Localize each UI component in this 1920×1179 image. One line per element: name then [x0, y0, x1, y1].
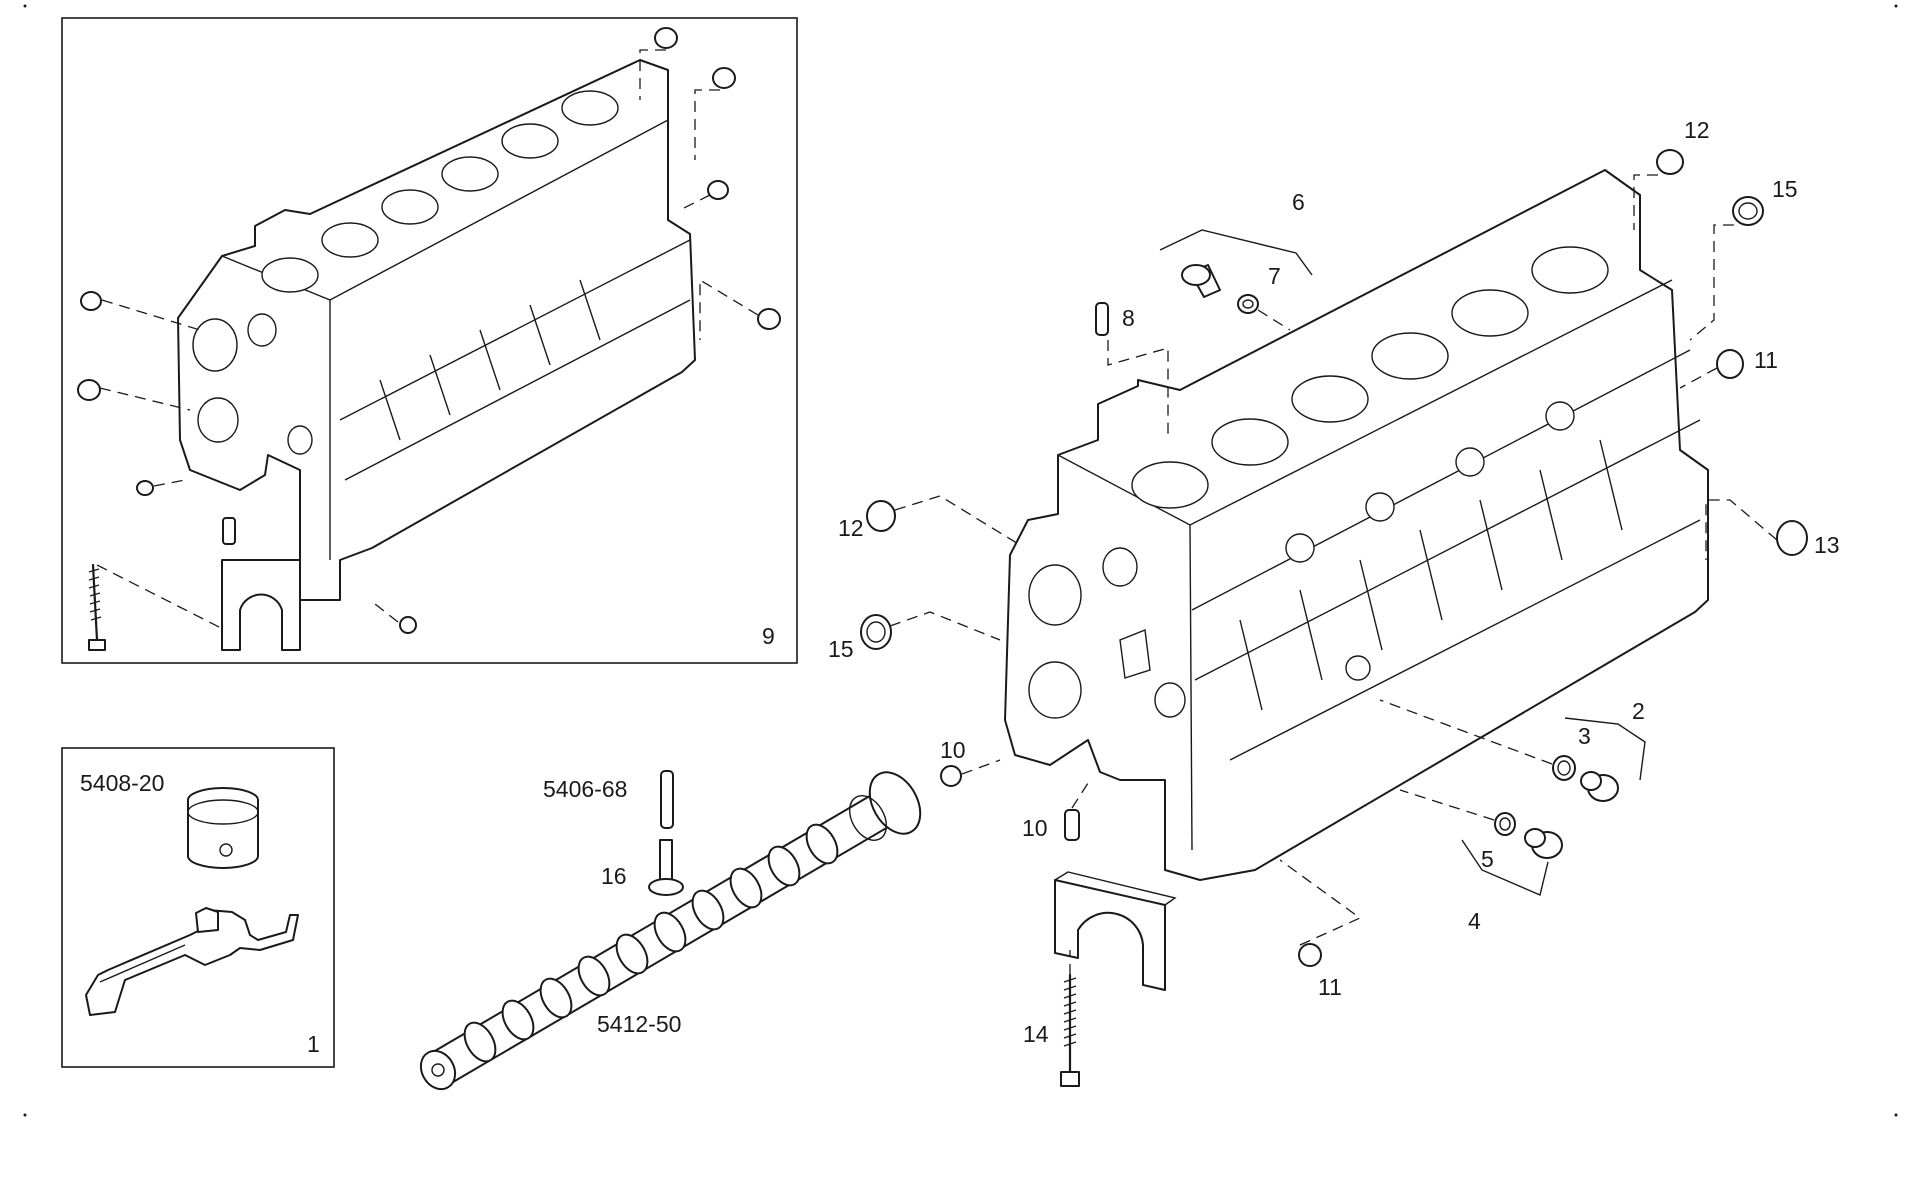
main-engine-block [1004, 169, 1709, 881]
plug-11-right [1716, 349, 1744, 379]
inset-leader-lines [96, 49, 759, 631]
callout-bolt-16: 16 [601, 863, 627, 889]
bolt-16 [648, 839, 684, 896]
inset-plugs [77, 27, 781, 634]
plug-12-left [866, 500, 896, 532]
callout-tool-5408-20: 5408-20 [80, 770, 164, 796]
pin-5406-68 [660, 770, 674, 829]
tool-piston-guide [187, 787, 259, 869]
callout-bolt-14: 14 [1023, 1021, 1049, 1047]
camshaft-5412-50 [419, 771, 922, 1091]
callout-plug-13: 13 [1814, 532, 1840, 558]
plug-10-side [940, 765, 962, 787]
inset-cylinder-bores [261, 90, 619, 293]
callout-dowel-10: 10 [1022, 815, 1048, 841]
tool-bracket [85, 907, 299, 1016]
bearing-cap [1054, 871, 1177, 991]
ring-7 [1237, 294, 1259, 314]
callout-plug-12-top: 12 [1684, 117, 1710, 143]
callout-cup-6: 6 [1292, 189, 1305, 215]
plug-15-top [1732, 196, 1764, 226]
callout-seal-5: 5 [1481, 846, 1494, 872]
seal-3 [1552, 755, 1576, 781]
callout-plug-assembly-2: 2 [1632, 698, 1645, 724]
registration-marks [23, 4, 1898, 1117]
dowel-8 [1095, 302, 1109, 336]
callout-camshaft-5412-50: 5412-50 [597, 1011, 681, 1037]
inset-engine-block [177, 59, 696, 601]
callout-plug-11-bottom: 11 [1318, 974, 1342, 1000]
callout-plug-assembly-4: 4 [1468, 908, 1481, 934]
plug-13 [1776, 520, 1808, 556]
bolt-14 [1060, 973, 1080, 1087]
dowel-10 [1064, 809, 1080, 841]
callout-plug-10-side: 10 [940, 737, 966, 763]
callout-pin-5406-68: 5406-68 [543, 776, 627, 802]
cup-6 [1181, 264, 1221, 298]
plug-12-top [1656, 149, 1684, 175]
callout-plug-12-left: 12 [838, 515, 864, 541]
inset-bearing-cap [221, 559, 301, 651]
inset-cap-bolt [88, 563, 106, 651]
callout-inset-tool: 1 [307, 1031, 320, 1057]
callout-ring-7: 7 [1268, 263, 1281, 289]
callout-dowel-8: 8 [1122, 305, 1135, 331]
plug-assembly-2 [1580, 771, 1619, 802]
seal-5 [1494, 812, 1516, 836]
main-side-ribs [1239, 401, 1623, 711]
plug-15-left [860, 614, 892, 650]
plug-assembly-4 [1524, 828, 1563, 859]
callout-plug-15-top: 15 [1772, 176, 1798, 202]
main-cylinder-bores [1131, 246, 1609, 509]
main-front-face-bores [1028, 547, 1186, 719]
plug-11-bottom [1298, 943, 1322, 967]
callout-plug-15-left: 15 [828, 636, 854, 662]
main-leader-lines [889, 174, 1778, 975]
callout-seal-3: 3 [1578, 723, 1591, 749]
callout-plug-11-right: 11 [1754, 347, 1778, 373]
inset-frame-tool [61, 747, 335, 1068]
cam-lobes [463, 823, 839, 1063]
callout-inset-assembly: 9 [762, 623, 775, 649]
inset-frame-assembly [61, 17, 798, 664]
